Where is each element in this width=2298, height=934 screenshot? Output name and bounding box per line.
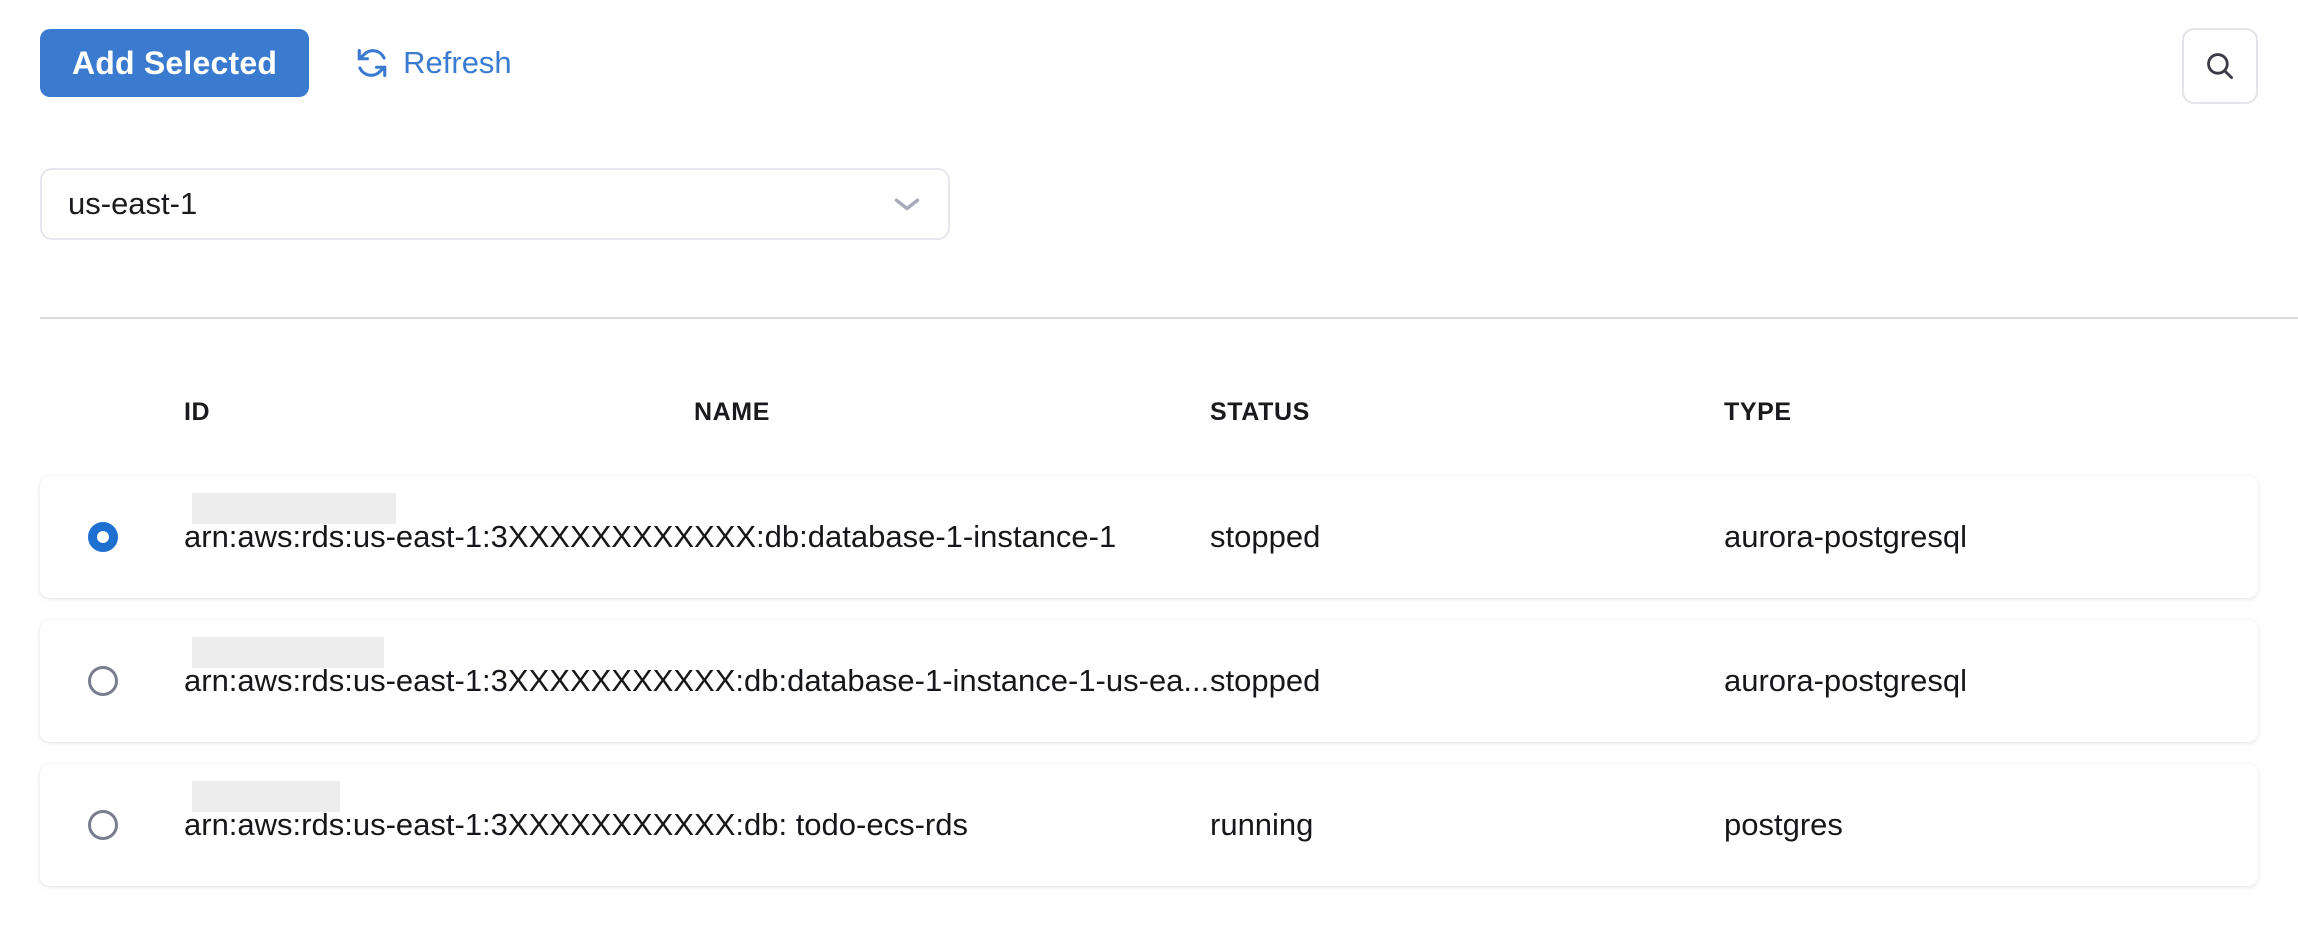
arn-account-redacted: XXXXXXXXXXXX:db:data <box>507 519 869 554</box>
search-icon <box>2203 49 2237 83</box>
cell-id: arn:aws:rds:us-east-1:3XXXXXXXXXXXX:db:d… <box>184 493 1117 555</box>
section-divider <box>40 317 2298 319</box>
arn-prefix: arn:aws:rds:us-east-1:3 <box>184 519 508 554</box>
column-header-type: TYPE <box>1724 398 1792 426</box>
cell-status: stopped <box>1210 519 1321 554</box>
arn-text: arn:aws:rds:us-east-1:3XXXXXXXXXXXX:db:d… <box>184 493 1117 555</box>
row-radio[interactable] <box>88 810 118 840</box>
row-radio[interactable] <box>88 666 118 696</box>
cell-type: aurora-postgresql <box>1724 663 1967 698</box>
arn-suffix: todo-ecs-rds <box>787 807 968 842</box>
arn-account-redacted: XXXXXXXXXXX:db: <box>507 807 788 842</box>
refresh-button[interactable]: Refresh <box>351 39 516 87</box>
arn-text: arn:aws:rds:us-east-1:3XXXXXXXXXXX:db:da… <box>184 637 1210 699</box>
resource-table: ID NAME STATUS TYPE arn:aws:rds:us-east-… <box>0 398 2298 908</box>
region-select-wrapper: us-east-1 <box>40 168 950 240</box>
cell-id: arn:aws:rds:us-east-1:3XXXXXXXXXXX:db:da… <box>184 637 1210 699</box>
arn-prefix: arn:aws:rds:us-east-1:3 <box>184 807 508 842</box>
arn-text: arn:aws:rds:us-east-1:3XXXXXXXXXXX:db: t… <box>184 781 968 843</box>
region-select-value: us-east-1 <box>68 186 198 221</box>
refresh-icon <box>355 46 389 80</box>
arn-suffix: base-1-instance-1 <box>868 519 1117 554</box>
chevron-down-icon <box>892 195 922 213</box>
arn-prefix: arn:aws:rds:us-east-1:3 <box>184 663 508 698</box>
table-row[interactable]: arn:aws:rds:us-east-1:3XXXXXXXXXXX:db: t… <box>40 764 2258 886</box>
column-header-id: ID <box>184 398 211 426</box>
cell-type: postgres <box>1724 807 1843 842</box>
arn-account-redacted: XXXXXXXXXXX:db:data <box>507 663 848 698</box>
row-radio[interactable] <box>88 522 118 552</box>
refresh-label: Refresh <box>403 45 512 80</box>
cell-type: aurora-postgresql <box>1724 519 1967 554</box>
table-row[interactable]: arn:aws:rds:us-east-1:3XXXXXXXXXXX:db:da… <box>40 620 2258 742</box>
table-row[interactable]: arn:aws:rds:us-east-1:3XXXXXXXXXXXX:db:d… <box>40 476 2258 598</box>
search-button[interactable] <box>2182 28 2258 104</box>
table-header-row: ID NAME STATUS TYPE <box>0 398 2298 448</box>
cell-status: stopped <box>1210 663 1321 698</box>
column-header-name: NAME <box>694 398 771 426</box>
column-header-status: STATUS <box>1210 398 1310 426</box>
region-select[interactable]: us-east-1 <box>40 168 950 240</box>
toolbar: Add Selected Refresh <box>40 28 2258 104</box>
cell-id: arn:aws:rds:us-east-1:3XXXXXXXXXXX:db: t… <box>184 781 968 843</box>
cell-status: running <box>1210 807 1314 842</box>
arn-suffix: base-1-instance-1-us-ea... <box>847 663 1210 698</box>
add-selected-button[interactable]: Add Selected <box>40 29 310 97</box>
